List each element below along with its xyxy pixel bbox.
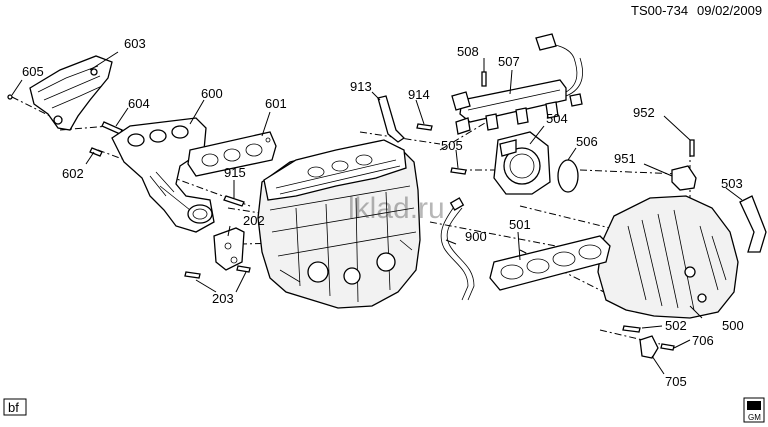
stud-915 xyxy=(223,195,245,207)
diagram-code: TS00-734 xyxy=(631,3,688,18)
bolt-706 xyxy=(660,343,675,351)
bracket-202-part xyxy=(213,227,245,271)
callout-labels: 605 603 604 600 601 602 913 914 508 507 … xyxy=(22,36,744,389)
callout-502: 502 xyxy=(665,318,687,333)
throttle-body-part xyxy=(493,131,551,195)
exhaust-gasket-part xyxy=(187,131,277,177)
bolt-505 xyxy=(450,167,467,175)
callout-915: 915 xyxy=(224,165,246,180)
bolt-508 xyxy=(481,71,487,87)
tube-900-part xyxy=(440,203,469,301)
nut-602 xyxy=(89,147,103,157)
callout-202: 202 xyxy=(243,213,265,228)
footer-tag: bf xyxy=(3,398,27,416)
intake-gasket-part xyxy=(489,235,611,291)
callout-503: 503 xyxy=(721,176,743,191)
leader-lines xyxy=(11,51,743,375)
sensor-705-part xyxy=(639,335,659,359)
exhaust-manifold-part xyxy=(111,117,215,233)
callout-952: 952 xyxy=(633,105,655,120)
hose-503-part xyxy=(739,195,767,253)
callout-504: 504 xyxy=(546,111,568,126)
bolt-952 xyxy=(689,139,695,157)
callout-951: 951 xyxy=(614,151,636,166)
callout-706: 706 xyxy=(692,333,714,348)
fuel-rail-part xyxy=(451,33,584,135)
callout-705: 705 xyxy=(665,374,687,389)
callout-600: 600 xyxy=(201,86,223,101)
heat-shield-part xyxy=(29,55,113,131)
callout-508: 508 xyxy=(457,44,479,59)
bolt-605 xyxy=(7,94,13,100)
callout-900: 900 xyxy=(465,229,487,244)
callout-505: 505 xyxy=(441,138,463,153)
callout-500: 500 xyxy=(722,318,744,333)
callout-914: 914 xyxy=(408,87,430,102)
sensor-951-part xyxy=(671,165,697,191)
callout-501: 501 xyxy=(509,217,531,232)
bolt-203a xyxy=(184,271,201,279)
bolt-914 xyxy=(416,123,433,131)
callout-506: 506 xyxy=(576,134,598,149)
callout-605: 605 xyxy=(22,64,44,79)
bracket-913-part xyxy=(377,95,406,143)
diagram-date: 09/02/2009 xyxy=(697,3,762,18)
gm-logo: GM xyxy=(743,397,765,423)
callout-601: 601 xyxy=(265,96,287,111)
callout-913: 913 xyxy=(350,79,372,94)
callout-602: 602 xyxy=(62,166,84,181)
gm-logo-text: GM xyxy=(748,413,761,422)
callout-203: 203 xyxy=(212,291,234,306)
footer-tag-text: bf xyxy=(8,400,19,415)
stud-604 xyxy=(101,121,123,135)
bolt-203b xyxy=(236,265,251,273)
engine-block-part xyxy=(257,139,421,309)
bolt-502 xyxy=(622,325,641,333)
watermark: lklad.ru xyxy=(348,192,445,225)
callout-603: 603 xyxy=(124,36,146,51)
throttle-gasket-part xyxy=(557,159,579,193)
callout-604: 604 xyxy=(128,96,150,111)
callout-507: 507 xyxy=(498,54,520,69)
intake-manifold-part xyxy=(597,195,739,319)
